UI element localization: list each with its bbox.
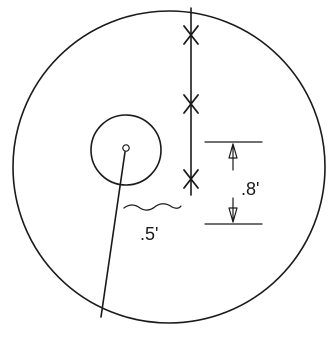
arrowhead-down-icon: [228, 207, 238, 223]
horizontal-dimension-label: .5': [140, 224, 158, 244]
radial-line: [100, 151, 126, 318]
arrowhead-up-icon: [228, 143, 238, 159]
inner-center-point: [122, 144, 130, 152]
x-marker-2: [183, 94, 199, 114]
x-marker-1: [183, 25, 199, 45]
vertical-dimension: .8': [204, 141, 263, 225]
break-line-icon: [123, 203, 182, 211]
vertical-dimension-label: .8': [241, 179, 259, 199]
outer-circle: [12, 10, 326, 324]
x-marker-3: [183, 169, 199, 189]
inner-circle: [90, 114, 162, 186]
horizontal-dimension: .5': [123, 203, 182, 244]
